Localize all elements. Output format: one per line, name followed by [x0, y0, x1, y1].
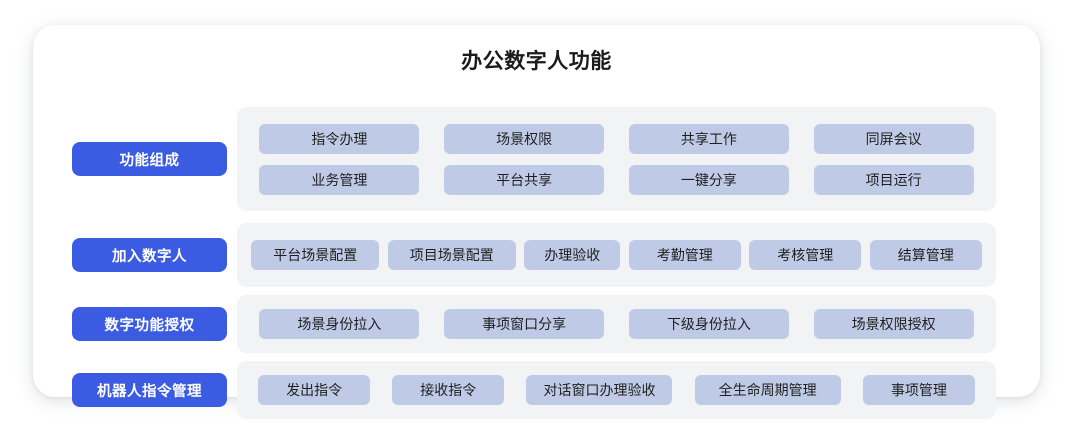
feature-chip[interactable]: 考核管理: [749, 240, 862, 270]
feature-chip[interactable]: 平台场景配置: [251, 240, 380, 270]
feature-chip[interactable]: 接收指令: [392, 375, 505, 405]
row-4-line-1: 发出指令 接收指令 对话窗口办理验收 全生命周期管理 事项管理: [237, 361, 996, 419]
row-panel-4: 发出指令 接收指令 对话窗口办理验收 全生命周期管理 事项管理: [237, 361, 996, 419]
category-label-join-digital-human[interactable]: 加入数字人: [72, 238, 227, 272]
row-label-container-4: 机器人指令管理: [72, 373, 227, 407]
page-title: 办公数字人功能: [461, 50, 612, 73]
row-label-container-2: 加入数字人: [72, 238, 227, 272]
feature-chip[interactable]: 考勤管理: [628, 240, 741, 270]
row-label-container-3: 数字功能授权: [72, 307, 227, 341]
feature-chip[interactable]: 场景身份拉入: [259, 309, 420, 339]
diagram-rows: 功能组成 指令办理 场景权限 共享工作 同屏会议 业务管理 平台共享 一键分享 …: [33, 83, 1040, 419]
feature-chip[interactable]: 下级身份拉入: [628, 309, 789, 339]
feature-chip[interactable]: 共享工作: [628, 123, 789, 154]
feature-chip[interactable]: 结算管理: [869, 240, 982, 270]
feature-chip[interactable]: 对话窗口办理验收: [526, 375, 673, 405]
feature-chip[interactable]: 平台共享: [444, 164, 605, 195]
row-label-container-1: 功能组成: [72, 142, 227, 176]
row-panel-2: 平台场景配置 项目场景配置 办理验收 考勤管理 考核管理 结算管理: [237, 223, 996, 287]
category-label-digital-function-authorization[interactable]: 数字功能授权: [72, 307, 227, 341]
category-label-robot-command-management[interactable]: 机器人指令管理: [72, 373, 227, 407]
diagram-card: 办公数字人功能 功能组成 指令办理 场景权限 共享工作 同屏会议 业务管理: [33, 25, 1040, 419]
feature-chip[interactable]: 场景权限授权: [813, 309, 974, 339]
category-label-function-composition[interactable]: 功能组成: [72, 142, 227, 176]
feature-chip[interactable]: 同屏会议: [813, 123, 974, 154]
feature-chip[interactable]: 全生命周期管理: [694, 375, 841, 405]
feature-chip[interactable]: 事项管理: [862, 375, 975, 405]
feature-chip[interactable]: 一键分享: [628, 164, 789, 195]
feature-chip[interactable]: 指令办理: [259, 123, 420, 154]
feature-chip[interactable]: 办理验收: [524, 240, 621, 270]
row-1-line-2: 业务管理 平台共享 一键分享 项目运行: [237, 159, 996, 200]
feature-chip[interactable]: 事项窗口分享: [444, 309, 605, 339]
feature-chip[interactable]: 场景权限: [444, 123, 605, 154]
feature-chip[interactable]: 项目运行: [813, 164, 974, 195]
row-panel-3: 场景身份拉入 事项窗口分享 下级身份拉入 场景权限授权: [237, 295, 996, 353]
feature-chip[interactable]: 业务管理: [259, 164, 420, 195]
row-3-line-1: 场景身份拉入 事项窗口分享 下级身份拉入 场景权限授权: [237, 295, 996, 353]
row-panel-1: 指令办理 场景权限 共享工作 同屏会议 业务管理 平台共享 一键分享 项目运行: [237, 107, 996, 211]
feature-chip[interactable]: 发出指令: [258, 375, 371, 405]
row-2-line-1: 平台场景配置 项目场景配置 办理验收 考勤管理 考核管理 结算管理: [237, 223, 996, 287]
row-1-line-1: 指令办理 场景权限 共享工作 同屏会议: [237, 118, 996, 159]
feature-chip[interactable]: 项目场景配置: [387, 240, 516, 270]
